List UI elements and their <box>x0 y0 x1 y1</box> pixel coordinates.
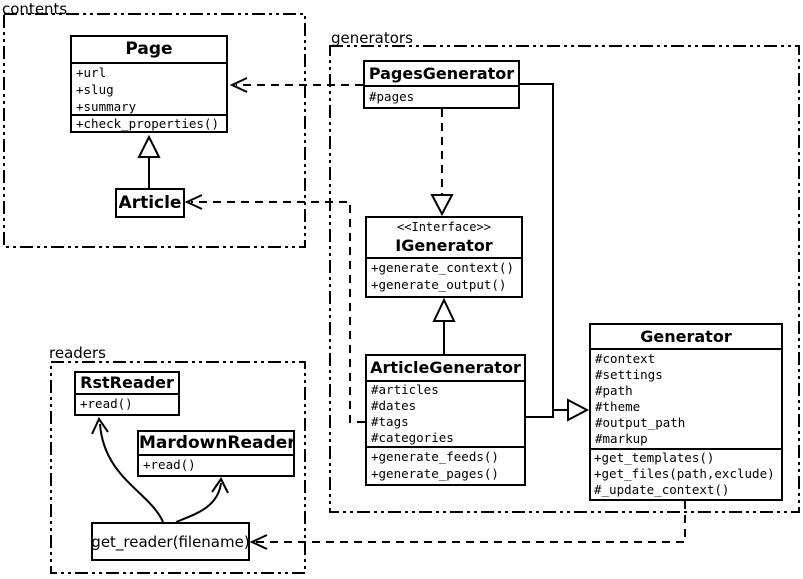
class-articlegenerator-methods: +generate_feeds() +generate_pages() <box>367 446 524 482</box>
pagesgenerator-to-generator-line <box>520 83 568 411</box>
attribute: +url <box>76 65 107 80</box>
class-igenerator-header: <<Interface>> IGenerator <box>367 218 521 257</box>
attribute: #tags <box>371 414 409 429</box>
attribute: #output_path <box>595 415 686 430</box>
class-page-attributes: +url +slug +summary <box>72 62 226 114</box>
attribute: #dates <box>371 398 417 413</box>
getreader-to-rstreader-arrowhead <box>91 416 109 435</box>
attribute: #path <box>595 383 633 398</box>
getreader-to-markdownreader-arrowhead <box>211 477 229 494</box>
class-pagesgenerator-attributes: #pages <box>365 85 518 106</box>
pagesgenerator-to-igenerator-realization-triangle <box>430 194 454 217</box>
class-rstreader-methods: +read() <box>76 393 178 413</box>
class-page-methods: +check_properties() <box>72 114 226 132</box>
class-generator: Generator #context #settings #path #them… <box>589 323 783 501</box>
articlegenerator-to-article-arrowhead <box>184 194 203 210</box>
method: +check_properties() <box>76 116 219 131</box>
method: +get_files(path,exclude) <box>594 466 775 481</box>
class-pagesgenerator: PagesGenerator #pages <box>363 60 520 109</box>
method: +generate_feeds() <box>371 449 499 464</box>
class-rstreader-title: RstReader <box>80 373 174 392</box>
articlegenerator-to-igenerator-inheritance-triangle <box>432 297 456 322</box>
method: +generate_context() <box>371 260 514 275</box>
contents-package-border <box>3 13 306 248</box>
method: +get_templates() <box>594 450 715 465</box>
method: +read() <box>143 457 196 472</box>
generator-to-getreader-arrowhead <box>249 534 268 550</box>
attribute: #settings <box>595 367 663 382</box>
class-igenerator-methods: +generate_context() +generate_output() <box>367 257 521 293</box>
attribute: +slug <box>76 82 114 97</box>
contents-package-label: contents <box>2 0 68 18</box>
class-article-title: Article <box>118 193 182 213</box>
readers-package-border <box>50 361 306 574</box>
getreader-to-markdownreader-curve <box>175 482 222 523</box>
class-generator-attributes: #context #settings #path #theme #output_… <box>591 348 781 448</box>
method: #_update_context() <box>594 482 730 497</box>
method: +generate_pages() <box>371 466 499 481</box>
class-articlegenerator-title: ArticleGenerator <box>370 358 521 377</box>
function-get-reader-label: get_reader(filename) <box>91 532 250 551</box>
readers-package-label: readers <box>49 344 106 362</box>
attribute: #markup <box>595 431 648 446</box>
class-article: Article <box>115 188 185 218</box>
class-rstreader: RstReader +read() <box>74 371 180 416</box>
class-articlegenerator-attributes: #articles #dates #tags #categories <box>367 380 524 446</box>
article-to-page-inheritance-triangle <box>137 134 161 158</box>
class-articlegenerator: ArticleGenerator #articles #dates #tags … <box>365 354 526 486</box>
class-markdownreader-methods: +read() <box>139 454 293 474</box>
class-igenerator-stereotype: <<Interface>> <box>397 220 491 234</box>
attribute: #theme <box>595 399 641 414</box>
attribute: #articles <box>371 382 439 397</box>
class-markdownreader: MardownReader +read() <box>137 430 295 477</box>
articlegenerator-to-generator-line <box>526 410 554 418</box>
generators-package-label: generators <box>331 29 413 47</box>
class-page-title: Page <box>125 39 173 59</box>
generators-package-border <box>329 45 800 513</box>
class-generator-methods: +get_templates() +get_files(path,exclude… <box>591 448 781 498</box>
pagesgenerator-to-page-arrowhead <box>229 77 248 93</box>
getreader-to-rstreader-curve <box>99 423 164 523</box>
class-page: Page +url +slug +summary +check_properti… <box>70 35 228 133</box>
function-get-reader: get_reader(filename) <box>91 522 250 561</box>
class-markdownreader-title: MardownReader <box>139 433 293 453</box>
method: +generate_output() <box>371 277 507 292</box>
attribute: #pages <box>369 89 415 104</box>
articlegenerator-to-article-dashed-line <box>191 201 365 423</box>
generator-to-getreader-dashed-line <box>256 501 686 543</box>
method: +read() <box>80 396 133 411</box>
class-generator-title: Generator <box>640 327 732 346</box>
generators-to-generator-inheritance-triangle <box>567 398 590 422</box>
class-igenerator: <<Interface>> IGenerator +generate_conte… <box>365 216 523 298</box>
class-pagesgenerator-title: PagesGenerator <box>368 64 515 83</box>
attribute: #categories <box>371 430 454 445</box>
class-igenerator-title: IGenerator <box>395 236 493 255</box>
attribute: #context <box>595 351 656 366</box>
attribute: +summary <box>76 99 137 114</box>
